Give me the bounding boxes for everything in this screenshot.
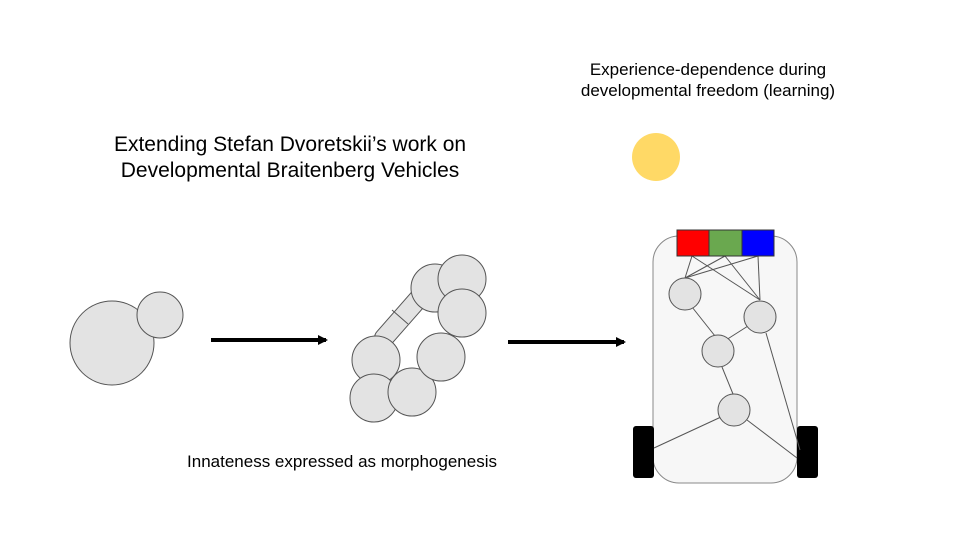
- small-cell: [136, 291, 184, 339]
- ring-cell: [416, 332, 466, 382]
- learning-label-line-2: developmental freedom (learning): [580, 80, 836, 100]
- ring-cell: [437, 288, 487, 338]
- learning-label: Experience-dependence during development…: [520, 60, 896, 101]
- large-cell: [69, 300, 155, 386]
- sensor-green: [708, 229, 743, 257]
- network-connections: [653, 255, 801, 459]
- braitenberg-vehicle: [633, 229, 818, 484]
- learning-label-line-1: Experience-dependence during: [589, 60, 827, 79]
- morphogenesis-label: Innateness expressed as morphogenesis: [187, 452, 497, 471]
- sensor-blue: [741, 229, 775, 257]
- right-wheel: [797, 426, 818, 478]
- sensor-red: [676, 229, 710, 257]
- left-wheel: [633, 426, 654, 478]
- ring-cell: [387, 367, 437, 417]
- neuron-node: [743, 300, 777, 334]
- neuron-node: [668, 277, 702, 311]
- slide-title: Extending Stefan Dvoretskii’s work on De…: [60, 132, 520, 183]
- stage-two-cell-ring: [349, 254, 487, 423]
- stage-one-cells: [69, 291, 184, 386]
- neuron-node: [717, 393, 751, 427]
- title-line-1: Extending Stefan Dvoretskii’s work on: [113, 133, 467, 156]
- title-line-2: Developmental Braitenberg Vehicles: [120, 158, 460, 182]
- sun-icon: [632, 133, 680, 181]
- neuron-node: [701, 334, 735, 368]
